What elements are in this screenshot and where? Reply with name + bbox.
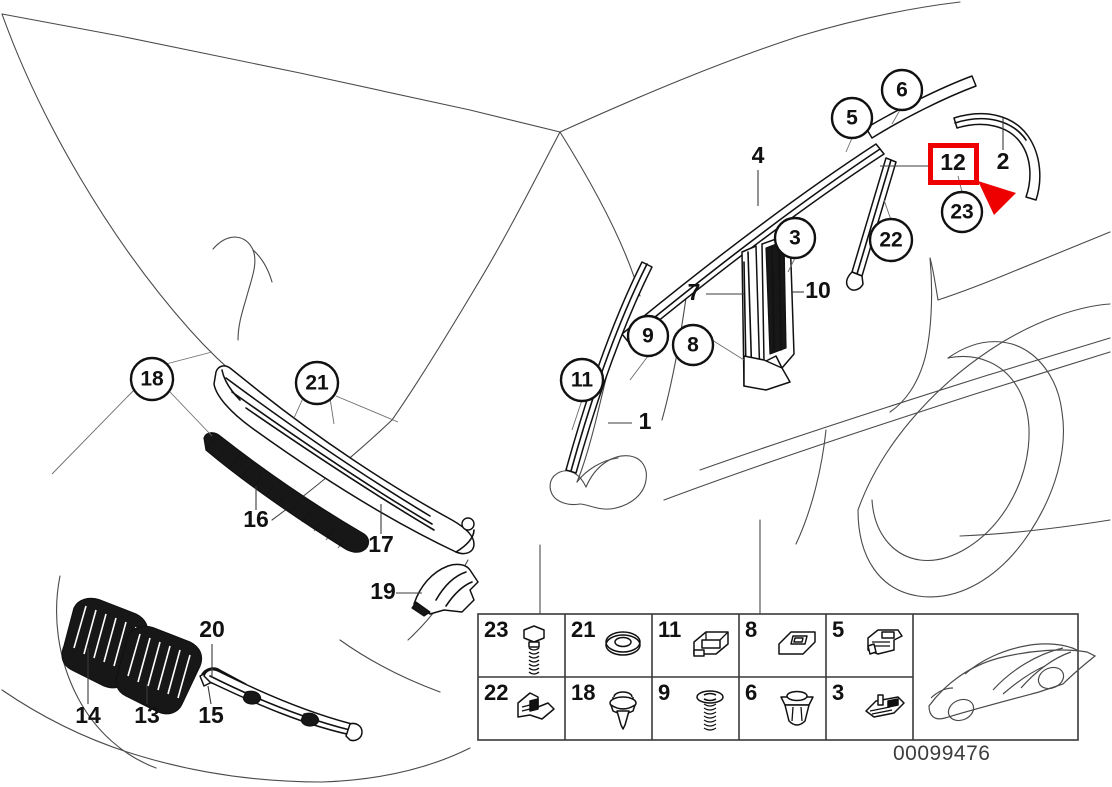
part-label-19: 19 (370, 578, 396, 604)
highlight-box-part-12 (928, 143, 979, 185)
part-label-15: 15 (198, 702, 224, 728)
leader-lines (51, 109, 1004, 705)
part-label-14: 14 (75, 702, 101, 728)
part-label-17: 17 (368, 531, 394, 557)
expanding-rivet-icon (609, 691, 637, 730)
red-annotation-arrow (978, 181, 1016, 215)
car-overview-thumbnail-icon (928, 643, 1097, 722)
callout-ring (626, 314, 670, 358)
callout-label: 8 (687, 334, 699, 357)
legend-number-23: 23 (484, 617, 508, 642)
front-grille-parts (61, 597, 363, 742)
legend-number-18: 18 (571, 680, 595, 705)
callout-ring (294, 360, 340, 406)
callout-circle-18: 18 (129, 356, 175, 402)
push-in-plug-icon (780, 690, 814, 726)
callout-circle-23: 23 (940, 190, 984, 234)
part-label-1: 1 (639, 408, 652, 434)
callout-ring (129, 356, 175, 402)
callout-ring (880, 68, 924, 112)
callout-ring (868, 217, 914, 263)
legend-number-21: 21 (571, 617, 595, 642)
callout-ring (830, 96, 874, 140)
drawing-number: 00099476 (893, 742, 991, 765)
cage-nut-clip-icon (693, 631, 729, 657)
trim-retainer-clip-icon (865, 694, 905, 718)
callout-label: 5 (846, 107, 858, 130)
callout-ring (773, 216, 817, 260)
part-label-12: 12 (940, 149, 966, 175)
callout-circle-8: 8 (671, 323, 715, 367)
sheet-metal-nut-icon (778, 631, 816, 655)
b-pillar-trim-parts (741, 233, 795, 391)
callout-label: 3 (789, 227, 801, 250)
part-label-13: 13 (134, 702, 160, 728)
callout-label: 9 (642, 325, 654, 348)
legend-number-22: 22 (484, 680, 508, 705)
hex-head-bolt-icon (523, 625, 545, 675)
part-label-16: 16 (243, 506, 269, 532)
legend-number-11: 11 (658, 617, 681, 642)
part-label-4: 4 (752, 142, 765, 168)
legend-number-3: 3 (832, 680, 844, 705)
callout-group: 5 6 3 22 23 9 8 11 18 21 (129, 68, 984, 406)
callout-label: 21 (305, 372, 329, 395)
legend-number-6: 6 (745, 680, 757, 705)
callout-circle-5: 5 (830, 96, 874, 140)
callout-circle-9: 9 (626, 314, 670, 358)
callout-circle-11: 11 (559, 357, 605, 403)
callout-circle-6: 6 (880, 68, 924, 112)
callout-ring (559, 357, 605, 403)
spring-clip-bracket-icon (867, 629, 903, 655)
callout-label: 11 (571, 369, 594, 392)
pan-head-screw-icon (696, 690, 724, 731)
callout-label: 6 (896, 79, 908, 102)
parts-legend-table: 23 21 11 8 5 22 18 9 6 3 (477, 613, 1097, 741)
roof-trim-parts (565, 75, 1041, 474)
callout-label: 23 (950, 201, 973, 224)
callout-label: 18 (140, 368, 164, 391)
callout-label: 22 (879, 229, 902, 252)
part-label-20: 20 (199, 616, 225, 642)
part-label-2: 2 (997, 148, 1010, 174)
grommet-ring-icon (605, 631, 641, 656)
legend-number-5: 5 (832, 617, 844, 642)
callout-ring (671, 323, 715, 367)
callout-circle-21: 21 (294, 360, 340, 406)
callout-circle-3: 3 (773, 216, 817, 260)
cowl-parts (203, 365, 479, 617)
part-label-10: 10 (805, 277, 831, 303)
part-label-7: 7 (688, 279, 701, 305)
legend-number-9: 9 (658, 680, 670, 705)
legend-number-8: 8 (745, 617, 757, 642)
angled-bracket-clip-icon (517, 692, 555, 720)
callout-ring (940, 190, 984, 234)
callout-circle-22: 22 (868, 217, 914, 263)
